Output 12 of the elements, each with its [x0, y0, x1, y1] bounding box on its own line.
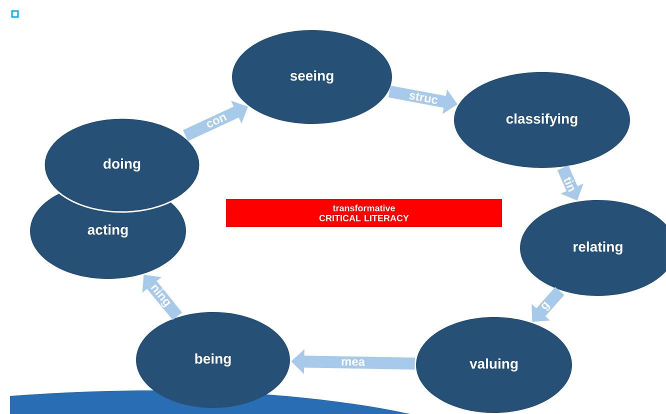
edge-label: tin — [562, 175, 578, 194]
circle-node: valuing — [416, 316, 572, 413]
block-arrow — [532, 287, 564, 322]
title-banner: transformative CRITICAL LITERACY — [226, 199, 502, 227]
circle-node: doing — [43, 117, 201, 213]
circle-node: classifying — [454, 72, 630, 168]
node-label: acting — [88, 224, 128, 238]
circle-node: seeing — [232, 30, 392, 124]
edge-label: struc — [408, 90, 440, 105]
edge-label: con — [204, 113, 228, 130]
edge-label: g — [540, 300, 552, 313]
circle-node: being — [136, 312, 290, 408]
